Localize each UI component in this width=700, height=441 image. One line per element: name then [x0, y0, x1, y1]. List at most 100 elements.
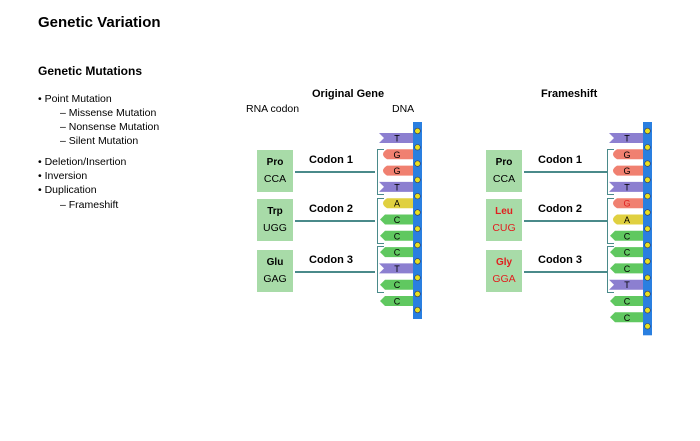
dna-backbone-node — [414, 241, 421, 249]
dna-base-shape — [610, 296, 643, 306]
dna-base-shape — [379, 133, 413, 143]
dna-base-shape — [610, 230, 643, 241]
dna-backbone-node — [414, 209, 421, 216]
dna-backbone-node — [414, 176, 421, 184]
dna-backbone-node — [414, 144, 421, 151]
frameshift-header: Frameshift — [541, 88, 598, 100]
dna-backbone-node — [644, 258, 651, 265]
dna-base-shape — [610, 263, 643, 274]
dna-base-shape — [380, 247, 413, 258]
dna-base-shape — [613, 198, 643, 209]
dna-base-shape — [379, 181, 413, 192]
codon-connector-line — [295, 271, 375, 273]
dna-base-letter: C — [624, 297, 631, 307]
codon-connector-line — [295, 220, 375, 222]
dna-base-letter: C — [624, 231, 631, 241]
dna-base-shape — [609, 279, 643, 290]
bullet-item: • Duplication — [38, 184, 97, 196]
dna-backbone-node — [644, 127, 651, 135]
dna-backbone-node — [414, 274, 421, 281]
dna-base-shape — [383, 165, 413, 176]
dna-backbone-node — [644, 241, 651, 249]
rna-codon-value: UGG — [263, 222, 287, 234]
amino-acid-name: Pro — [266, 157, 284, 168]
original-gene-header: Original Gene — [312, 88, 385, 100]
dna-base-letter: C — [394, 231, 401, 241]
dna-base-letter: T — [394, 134, 400, 144]
amino-acid-name: Gly — [495, 257, 513, 268]
dna-base-shape — [383, 198, 413, 209]
amino-acid-name: Leu — [495, 206, 513, 217]
dna-backbone-node — [414, 127, 421, 135]
dna-label: DNA — [392, 103, 415, 115]
codon-label: Codon 3 — [538, 254, 582, 266]
dna-backbone-node — [414, 306, 421, 314]
amino-acid-name: Pro — [495, 157, 513, 168]
dna-base-shape — [380, 230, 413, 241]
dna-base-letter: G — [393, 150, 400, 160]
codon-bracket — [607, 246, 614, 293]
codon-connector-line — [524, 171, 607, 173]
dna-base-letter: C — [394, 248, 401, 258]
dna-base-shape — [613, 214, 643, 225]
dna-backbone-node — [644, 307, 651, 314]
dna-base-letter: C — [624, 264, 631, 274]
dna-backbone-node — [644, 160, 651, 167]
codon-bracket — [607, 149, 614, 195]
dna-base-letter: A — [394, 199, 400, 209]
rna-codon-value: CCA — [492, 173, 516, 185]
dna-base-shape — [379, 263, 413, 274]
codon-bracket — [377, 198, 384, 244]
dna-backbone-node — [414, 160, 421, 167]
dna-base-letter: G — [393, 166, 400, 176]
dna-base-letter: T — [624, 134, 630, 144]
dna-backbone-node — [644, 323, 651, 330]
codon-connector-line — [295, 171, 375, 173]
dna-backbone-node — [644, 225, 651, 232]
sub-bullet-item: – Silent Mutation — [60, 135, 139, 147]
rna-codon-value: CUG — [492, 222, 516, 234]
dna-base-letter: C — [624, 248, 631, 258]
dna-backbone-node — [644, 144, 651, 151]
dna-backbone — [413, 122, 422, 319]
sub-bullet-item: – Frameshift — [60, 199, 119, 211]
dna-base-letter: T — [394, 264, 400, 274]
rna-codon-label: RNA codon — [246, 103, 300, 115]
dna-base-shape — [613, 149, 643, 160]
dna-base-letter: G — [623, 166, 630, 176]
dna-base-shape — [610, 247, 643, 258]
dna-backbone-node — [644, 274, 651, 281]
dna-backbone-node — [644, 193, 651, 200]
dna-base-shape — [383, 149, 413, 160]
dna-backbone-node — [644, 290, 651, 298]
dna-base-shape — [610, 312, 643, 323]
dna-base-shape — [380, 279, 413, 290]
rna-codon-value: CCA — [263, 173, 287, 185]
dna-base-shape — [609, 181, 643, 192]
codon-bracket — [377, 246, 384, 293]
dna-base-letter: C — [394, 280, 401, 290]
section-subtitle: Genetic Mutations — [38, 64, 143, 78]
codon-label: Codon 1 — [538, 154, 582, 166]
bullet-item: • Deletion/Insertion — [38, 156, 127, 168]
dna-base-letter: C — [394, 215, 401, 225]
dna-backbone-node — [414, 193, 421, 200]
codon-label: Codon 2 — [309, 203, 353, 215]
dna-backbone-node — [414, 290, 421, 298]
page-title: Genetic Variation — [38, 14, 161, 31]
dna-base-letter: T — [394, 182, 400, 192]
codon-label: Codon 1 — [309, 154, 353, 166]
amino-acid-name: Trp — [267, 206, 283, 217]
codon-bracket — [607, 198, 614, 244]
dna-base-letter: G — [623, 199, 630, 209]
dna-base-letter: T — [624, 280, 630, 290]
dna-base-shape — [380, 296, 413, 306]
codon-connector-line — [524, 271, 607, 273]
codon-bracket — [377, 149, 384, 195]
